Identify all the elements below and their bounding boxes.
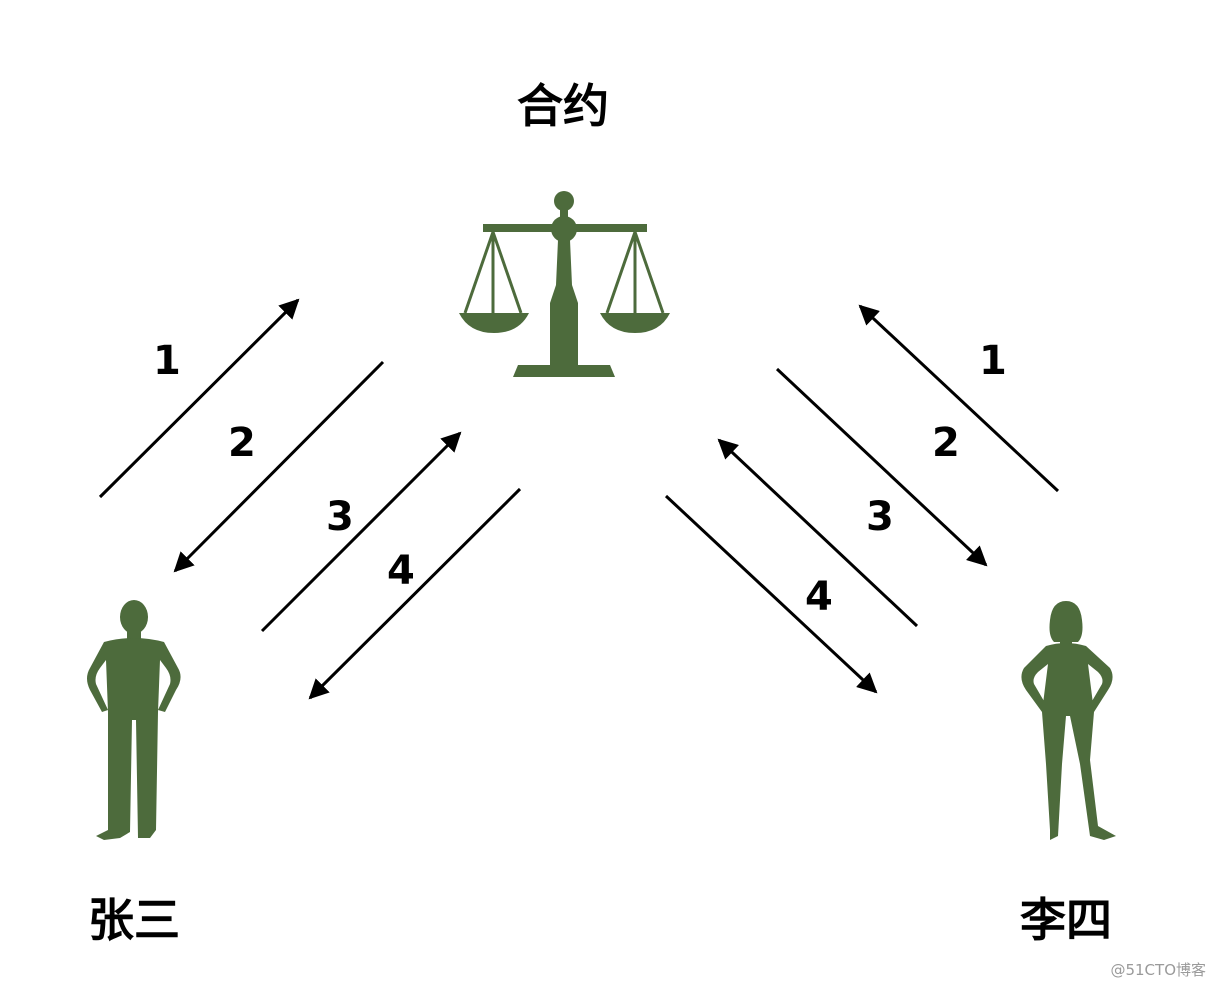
right-party-name: 李四	[1020, 893, 1112, 947]
left-step-4: 4	[387, 548, 415, 594]
left-party-name: 张三	[88, 893, 180, 947]
left-arrow-3	[260, 431, 462, 633]
right-step-3: 3	[866, 494, 894, 540]
left-step-3: 3	[326, 494, 354, 540]
right-arrow-2	[775, 367, 988, 567]
right-step-1: 1	[979, 338, 1007, 384]
left-arrows	[98, 298, 522, 700]
contract-title: 合约	[517, 79, 609, 133]
man-silhouette-icon	[87, 600, 181, 840]
right-step-4: 4	[805, 574, 833, 620]
right-arrow-3	[717, 438, 919, 628]
left-step-1: 1	[153, 338, 181, 384]
right-arrow-4	[664, 494, 878, 694]
left-step-2: 2	[228, 420, 256, 466]
right-arrow-1	[858, 304, 1060, 493]
watermark: @51CTO博客	[1110, 961, 1206, 979]
left-arrow-2	[173, 360, 385, 573]
left-arrow-1	[98, 298, 300, 499]
balance-scale-icon	[459, 191, 670, 377]
right-step-2: 2	[932, 420, 960, 466]
left-arrow-4	[308, 487, 522, 700]
right-arrows	[664, 304, 1060, 694]
woman-silhouette-icon	[1021, 601, 1116, 840]
